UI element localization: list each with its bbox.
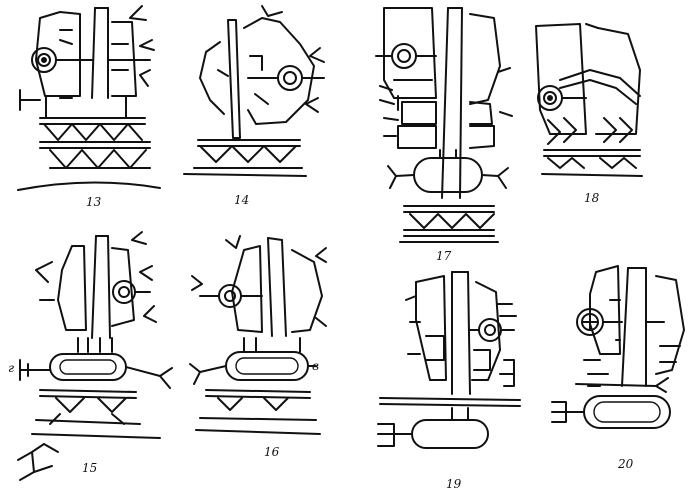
figure-16-label: 16	[264, 445, 280, 459]
figure-14	[183, 5, 325, 177]
figure-19-label: 19	[446, 477, 462, 491]
figure-18-label: 18	[584, 191, 600, 205]
figure-17-label: 17	[436, 249, 452, 263]
figure-20	[551, 265, 685, 429]
figure-15-label: 15	[82, 461, 98, 475]
letter-g-label: г	[8, 361, 15, 375]
figure-16	[189, 235, 327, 435]
figure-13	[17, 5, 161, 191]
figure-18	[535, 23, 643, 177]
figure-14-label: 14	[234, 193, 250, 207]
figure-20-label: 20	[618, 457, 634, 471]
figure-15	[17, 231, 173, 481]
letter-v-label: в	[312, 359, 319, 373]
figure-13-label: 13	[86, 195, 102, 209]
figure-17	[375, 7, 513, 243]
figure-19	[377, 271, 521, 449]
